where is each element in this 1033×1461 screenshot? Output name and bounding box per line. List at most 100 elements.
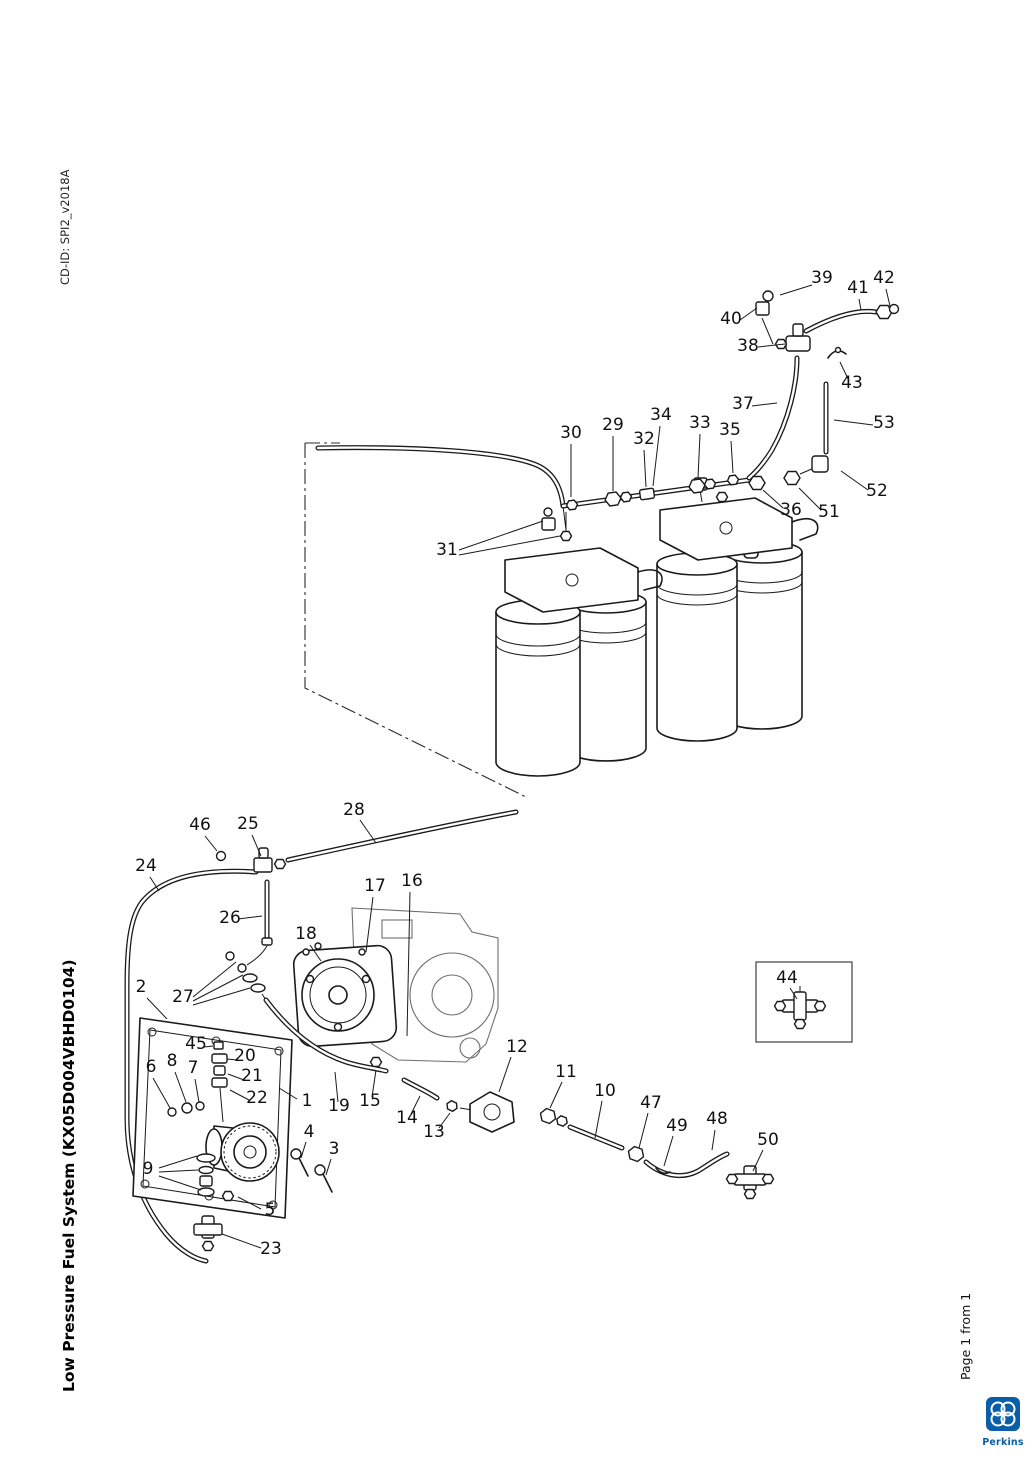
callout-leader-19: [334, 1071, 339, 1103]
callout-number-12: 12: [506, 1037, 528, 1057]
callout-leader-44: [789, 987, 798, 1000]
callout-leader-26: [237, 915, 263, 920]
callout-number-11: 11: [555, 1062, 577, 1082]
callout-number-31: 31: [436, 540, 458, 560]
callout-number-26: 26: [219, 908, 241, 928]
callout-number-48: 48: [706, 1109, 728, 1129]
tee-25-group: [215, 847, 287, 966]
callout-number-27: 27: [172, 987, 194, 1007]
callout-leader-33: [697, 433, 701, 479]
callout-number-16: 16: [401, 871, 423, 891]
callout-leader-52: [840, 470, 869, 491]
callout-number-4: 4: [304, 1122, 315, 1142]
callout-number-40: 40: [720, 309, 742, 329]
callout-leader-48: [711, 1129, 716, 1151]
callout-leader-32: [643, 449, 647, 488]
callout-number-6: 6: [146, 1057, 157, 1077]
callout-leader-1: [278, 1087, 298, 1100]
callout-leader-27: [192, 987, 251, 1006]
callout-number-8: 8: [167, 1051, 178, 1071]
callout-number-42: 42: [873, 268, 895, 288]
callout-leader-16: [406, 891, 411, 1037]
callout-number-13: 13: [423, 1122, 445, 1142]
callout-number-51: 51: [818, 502, 840, 522]
callout-leader-15: [371, 1069, 377, 1098]
callout-leader-36: [762, 489, 784, 509]
lift-pump-assembly: [225, 942, 398, 1068]
callout-number-14: 14: [396, 1108, 418, 1128]
callout-leader-17: [365, 896, 374, 953]
callout-number-25: 25: [237, 814, 259, 834]
callout-number-5: 5: [265, 1200, 276, 1220]
callout-number-39: 39: [811, 268, 833, 288]
callout-number-22: 22: [246, 1088, 268, 1108]
callout-number-24: 24: [135, 856, 157, 876]
callout-leader-2: [146, 997, 168, 1020]
spare-tee-box: [755, 961, 853, 1043]
fuel-filter-left-pair: [495, 505, 663, 777]
callout-leader-46: [204, 835, 218, 852]
callout-number-52: 52: [866, 481, 888, 501]
pipe-28: [288, 812, 516, 860]
callout-number-23: 23: [260, 1239, 282, 1259]
callout-leader-27: [192, 961, 237, 998]
callout-leader-20: [226, 1058, 238, 1061]
callout-number-35: 35: [719, 420, 741, 440]
callout-leader-11: [549, 1081, 563, 1109]
callout-number-46: 46: [189, 815, 211, 835]
callout-number-28: 28: [343, 800, 365, 820]
callout-number-33: 33: [689, 413, 711, 433]
callout-number-10: 10: [594, 1081, 616, 1101]
callout-leader-12: [498, 1056, 512, 1093]
callout-leader-45: [203, 1045, 214, 1048]
callout-number-29: 29: [602, 415, 624, 435]
callout-number-7: 7: [188, 1058, 199, 1078]
callout-leader-37: [751, 402, 778, 407]
callout-number-3: 3: [329, 1139, 340, 1159]
callout-leader-42: [885, 288, 891, 307]
callout-number-45: 45: [185, 1034, 207, 1054]
callout-leader-43: [839, 361, 850, 382]
callout-number-49: 49: [666, 1116, 688, 1136]
callout-leader-40: [739, 307, 758, 321]
callout-leader-4: [300, 1141, 307, 1159]
callout-leader-51: [798, 487, 822, 511]
callout-leader-6: [152, 1077, 171, 1109]
callout-leader-13: [438, 1112, 451, 1129]
callout-number-38: 38: [737, 336, 759, 356]
callout-number-18: 18: [295, 924, 317, 944]
callout-leader-53: [833, 419, 874, 426]
callout-number-36: 36: [780, 500, 802, 520]
callout-leader-18: [309, 944, 322, 962]
callout-leader-47: [638, 1112, 649, 1149]
callout-leader-9: [158, 1169, 199, 1173]
tee-cluster-top-right: [755, 290, 900, 359]
callout-number-20: 20: [234, 1046, 256, 1066]
callout-leader-25: [251, 834, 262, 857]
callout-leader-31: [458, 535, 561, 556]
callout-number-32: 32: [633, 429, 655, 449]
callout-leader-22: [229, 1089, 250, 1101]
callout-leader-50: [752, 1149, 764, 1172]
callout-leader-49: [663, 1135, 674, 1167]
callout-number-41: 41: [847, 278, 869, 298]
callout-number-2: 2: [136, 977, 147, 997]
callout-leader-7: [194, 1078, 200, 1103]
callout-number-1: 1: [302, 1091, 313, 1111]
callout-number-37: 37: [732, 394, 754, 414]
callout-number-43: 43: [841, 373, 863, 393]
callout-number-9: 9: [143, 1159, 154, 1179]
callout-number-21: 21: [241, 1066, 263, 1086]
supply-pipe-top: [318, 448, 563, 506]
callout-number-53: 53: [873, 413, 895, 433]
callout-leader-34: [652, 425, 661, 487]
mounting-plate-assembly: [132, 1017, 333, 1252]
callout-leader-5: [237, 1196, 262, 1210]
callout-leader-21: [227, 1073, 245, 1081]
callout-leader-23: [221, 1233, 262, 1249]
callout-leader-8: [174, 1071, 187, 1103]
brand-name: Perkins: [982, 1437, 1024, 1448]
